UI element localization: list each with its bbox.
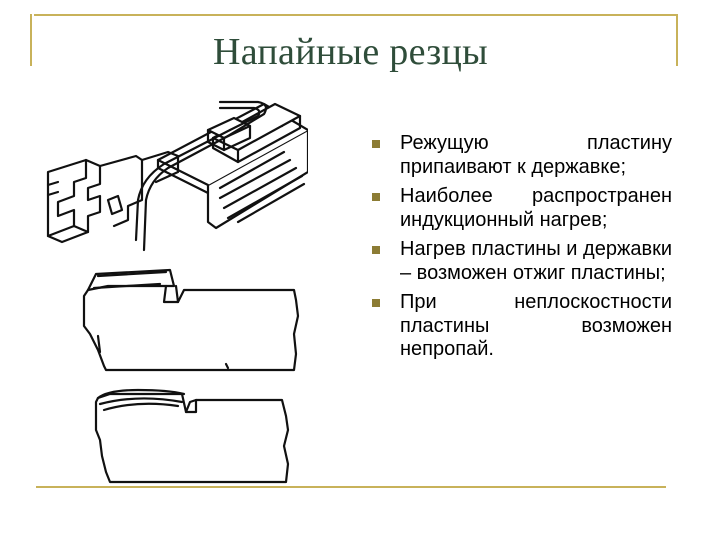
slide-frame-right	[676, 14, 678, 66]
bullet-text: Режущую пластину припаивают к державке;	[400, 132, 672, 178]
cutter-with-curved-insert-drawing	[94, 362, 290, 484]
bullet-text: Наиболее распространен индукционный нагр…	[400, 185, 672, 231]
bullet-list: Режущую пластину припаивают к державке; …	[372, 132, 672, 362]
bullet-item: Наиболее распространен индукционный нагр…	[372, 185, 672, 232]
bullet-item: Режущую пластину припаивают к державке;	[372, 132, 672, 179]
brazed-cutter-illustration	[46, 100, 308, 484]
induction-heating-setup-drawing	[46, 100, 308, 252]
square-bullet-icon	[372, 246, 380, 254]
slide-title: Напайные резцы	[213, 31, 488, 73]
bullet-item: Нагрев пластины и державки – возможен от…	[372, 238, 672, 285]
slide-frame-bottom	[36, 486, 666, 488]
square-bullet-icon	[372, 140, 380, 148]
bullet-item: При неплоскостности пластины возможен не…	[372, 291, 672, 362]
cutter-with-insert-drawing	[82, 268, 300, 372]
slide-frame-top	[34, 14, 676, 16]
slide-frame-left	[30, 14, 32, 66]
bullet-text: При неплоскостности пластины возможен не…	[400, 291, 672, 360]
square-bullet-icon	[372, 193, 380, 201]
square-bullet-icon	[372, 299, 380, 307]
bullet-text: Нагрев пластины и державки – возможен от…	[400, 238, 672, 284]
